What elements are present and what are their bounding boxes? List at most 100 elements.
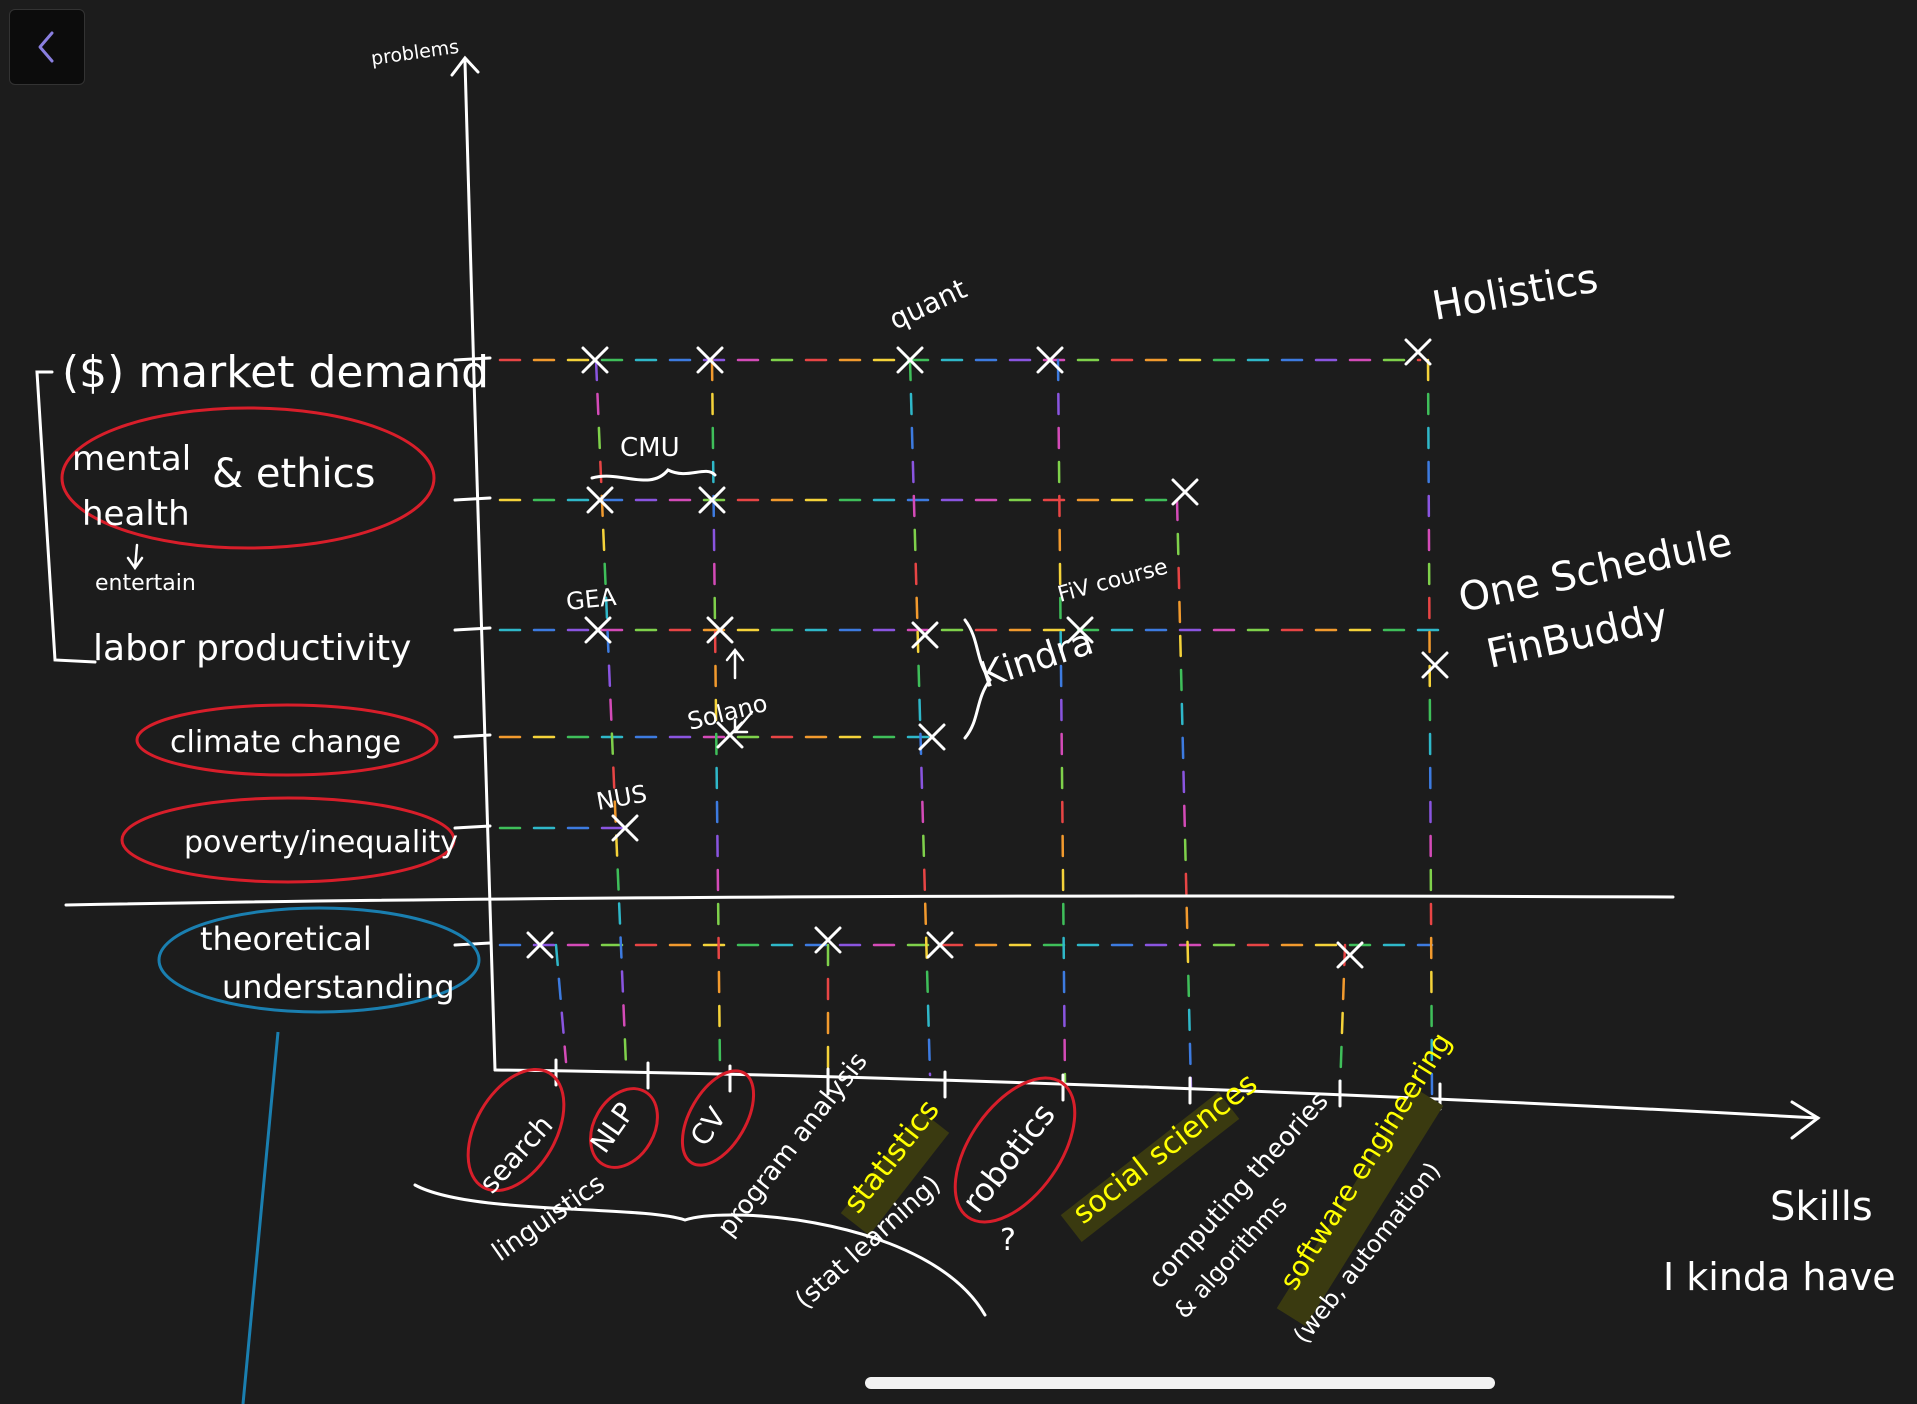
dash-segment: [612, 766, 616, 789]
x-mark: [611, 814, 639, 842]
dash-segment: [919, 732, 923, 756]
dash-segment: [1339, 1045, 1343, 1069]
dash-segment: [604, 596, 609, 620]
problem-mental-extra: & ethics: [212, 451, 376, 497]
annotation-cmu: CMU: [620, 433, 680, 463]
dash-segment: [617, 902, 622, 925]
problem-mental-subnote: entertain: [95, 571, 196, 596]
x-mark: [1171, 478, 1199, 506]
x-mark: [698, 486, 726, 514]
nlp-circle: [589, 1087, 659, 1169]
problem-labor: labor productivity: [93, 628, 411, 669]
dash-segment: [914, 562, 918, 586]
annotation-quant: quant: [884, 272, 972, 336]
skills-brace: [413, 1183, 987, 1317]
dash-segment: [924, 936, 928, 960]
home-indicator[interactable]: [865, 1377, 1495, 1389]
dash-segment: [601, 528, 606, 552]
dash-segment: [1341, 977, 1346, 1001]
group-bracket: [35, 370, 97, 664]
problem-mental-line2: health: [82, 494, 190, 534]
annotation-nus: NUS: [594, 780, 649, 816]
dash-segment: [560, 1011, 565, 1034]
y-tick-climate: [453, 733, 492, 739]
solano-up-arrow: [725, 647, 745, 680]
chevron-left-icon: [38, 31, 54, 63]
dash-segment: [554, 943, 559, 967]
dash-segment: [614, 834, 619, 857]
dash-segment: [923, 868, 927, 892]
dash-segment: [597, 426, 601, 450]
y-axis-arrowhead: [450, 55, 480, 77]
dash-segment: [926, 1004, 930, 1027]
x-mark: [581, 346, 609, 374]
mental-to-entertain-arrow: [126, 543, 144, 571]
annotation-one-schedule: One Schedule: [1455, 519, 1736, 622]
circles: [60, 406, 1077, 1224]
x-mark: [918, 723, 946, 751]
dash-segment: [622, 1004, 626, 1027]
dash-segment: [922, 834, 926, 858]
x-mark: [814, 926, 842, 954]
theory-circle: [157, 906, 481, 1014]
skill-robotics-sub: ?: [1000, 1223, 1016, 1258]
dash-segment: [594, 358, 599, 382]
climate-circle: [135, 703, 439, 777]
x-mark: [1336, 941, 1364, 969]
dash-segment: [925, 970, 929, 994]
y-axis-title: problems: [370, 36, 461, 70]
x-mark: [1066, 616, 1094, 644]
y-tick-labor: [453, 626, 492, 632]
x-mark: [896, 346, 924, 374]
x-mark: [911, 621, 939, 649]
highlights: [840, 1087, 1444, 1327]
x-mark: [1404, 338, 1432, 366]
annotation-arrows: [126, 543, 754, 734]
skill-robotics: robotics: [954, 1096, 1063, 1220]
dash-segment: [920, 766, 924, 790]
dash-segment: [917, 664, 921, 688]
dash-segment: [927, 1038, 931, 1061]
dashed-grid-lines: [498, 358, 1440, 1096]
x-mark: [526, 931, 554, 959]
dash-segment: [923, 902, 928, 926]
problem-market: ($) market demand: [62, 347, 489, 398]
dash-segment: [620, 970, 625, 993]
dash-segment: [909, 392, 913, 416]
dash-segment: [596, 392, 600, 416]
dash-segment: [915, 596, 919, 620]
x-mark: [586, 486, 614, 514]
intersection-marks: [526, 338, 1449, 969]
dash-segment: [912, 494, 916, 518]
dash-segment: [910, 426, 914, 450]
y-axis-line: [463, 60, 497, 1072]
annotation-gea: GEA: [565, 583, 618, 616]
robotics-circle: [953, 1076, 1077, 1224]
y-tick-market: [453, 356, 492, 362]
problem-poverty: poverty/inequality: [184, 825, 458, 860]
x-mark: [1036, 346, 1064, 374]
x-mark: [696, 346, 724, 374]
search-circle: [466, 1067, 566, 1193]
problem-theory-line2: understanding: [222, 968, 455, 1006]
problem-climate: climate change: [170, 725, 401, 760]
dash-segment: [609, 698, 613, 721]
dash-segment: [908, 358, 912, 382]
y-tick-mental: [453, 496, 492, 502]
cmu-brace: [590, 468, 717, 482]
dash-segment: [610, 732, 615, 755]
annotation-fiv-course: FiV course: [1055, 554, 1170, 607]
x-axis-title-line1: Skills: [1770, 1184, 1873, 1230]
cv-circle: [680, 1069, 756, 1167]
annotation-holistics: Holistics: [1429, 256, 1602, 330]
back-button[interactable]: [9, 9, 85, 85]
x-axis-title-line2: I kinda have: [1663, 1255, 1896, 1299]
dash-segment: [913, 528, 917, 552]
dash-segment: [911, 460, 915, 484]
dash-segment: [557, 977, 562, 1001]
x-axis-line: [493, 1068, 1820, 1120]
x-mark: [584, 616, 612, 644]
poverty-circle: [120, 796, 456, 884]
x-mark: [926, 931, 954, 959]
